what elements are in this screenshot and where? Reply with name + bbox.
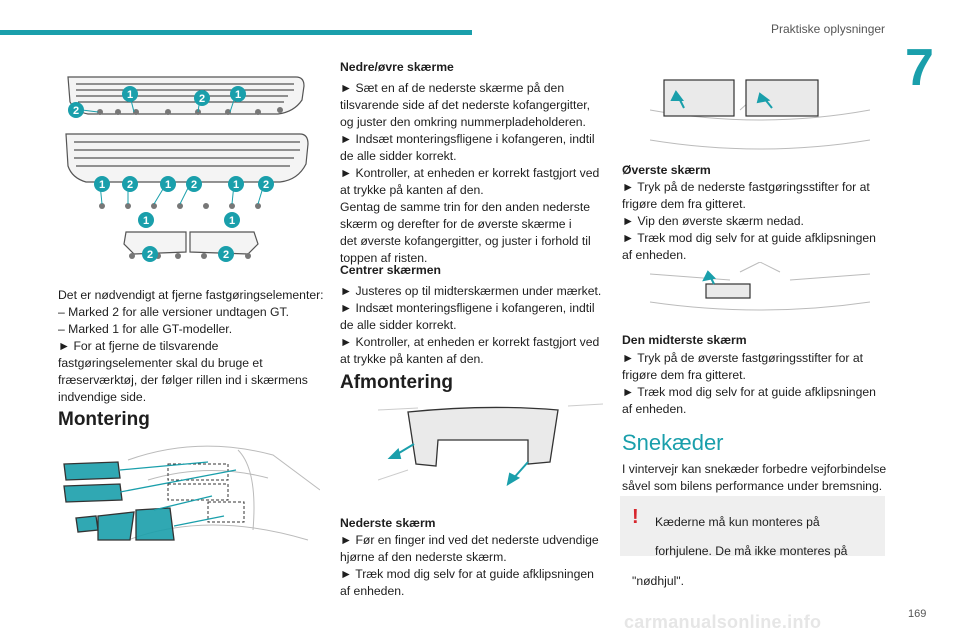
chapter-number: 7 — [905, 39, 934, 97]
watermark: carmanualsonline.info — [624, 612, 822, 632]
right-text-2: ► Tryk på de øverste fastgøringsstifter … — [622, 351, 876, 416]
callout-1: 1 — [127, 89, 133, 101]
middle-text-2: ► Justeres op til midterskærmen under mæ… — [340, 284, 602, 366]
heading-centrer: Centrer skærmen — [340, 263, 441, 277]
callout-2: 2 — [263, 179, 269, 191]
callout-2: 2 — [199, 93, 205, 105]
section-title-snekaeder: Snekæder — [622, 430, 724, 455]
callout-1: 1 — [143, 215, 149, 227]
center-screen-removal-illustration — [650, 262, 870, 324]
upper-screen-removal-illustration — [650, 70, 870, 160]
callout-2: 2 — [191, 179, 197, 191]
middle-text-1: ► Sæt en af de nederste skærme på den ti… — [340, 81, 600, 265]
page-number: 169 — [908, 608, 927, 620]
callout-2: 2 — [147, 249, 153, 261]
warning-box: ! Kæderne må kun monteres på forhjulene.… — [620, 496, 885, 588]
lower-screen-removal-illustration — [378, 400, 603, 500]
heading-overste: Øverste skærm — [622, 163, 711, 177]
header-title: Praktiske oplysninger — [771, 22, 886, 36]
section-title-afmontering: Afmontering — [340, 372, 453, 393]
warning-text: Kæderne må kun monteres på forhjulene. D… — [632, 515, 848, 588]
fastener-diagram: 2 1 2 1 1 2 1 2 1 2 1 1 2 2 — [58, 72, 318, 272]
warning-icon: ! — [632, 506, 639, 528]
right-text-1: ► Tryk på de nederste fastgøringsstifter… — [622, 180, 876, 262]
callout-1: 1 — [165, 179, 171, 191]
section-title-montering: Montering — [58, 409, 150, 430]
middle-text-3: ► Før en finger ind ved det nederste udv… — [340, 533, 599, 598]
callout-1: 1 — [233, 179, 239, 191]
heading-midterste: Den midterste skærm — [622, 333, 747, 347]
heading-nedre-ovre: Nedre/øvre skærme — [340, 60, 454, 74]
heading-nederste: Nederste skærm — [340, 516, 436, 530]
callout-2: 2 — [223, 249, 229, 261]
header-accent-bar — [0, 30, 472, 35]
mounting-illustration — [58, 430, 320, 555]
callout-2: 2 — [127, 179, 133, 191]
left-intro-text: Det er nødvendigt at fjerne fastgøringse… — [58, 288, 324, 404]
right-intro-text: I vintervejr kan snekæder forbedre vejfo… — [622, 462, 887, 493]
callout-1: 1 — [99, 179, 105, 191]
callout-1: 1 — [235, 89, 241, 101]
callout-2: 2 — [73, 105, 79, 117]
callout-1: 1 — [229, 215, 235, 227]
